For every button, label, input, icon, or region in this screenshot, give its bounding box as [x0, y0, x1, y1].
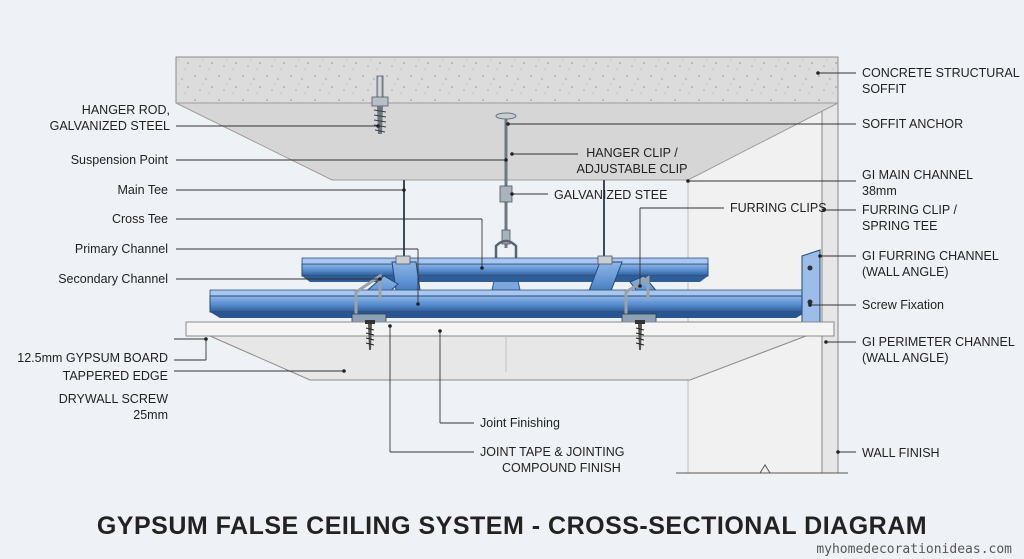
leader-lines: [174, 71, 856, 454]
label-hanger-rod: HANGER ROD,: [82, 103, 170, 117]
label-furring-clip-2: SPRING TEE: [862, 219, 937, 233]
label-galvanized-stee: GALVANIZED STEE: [554, 188, 667, 202]
label-screw-fixation: Screw Fixation: [862, 298, 944, 312]
main-channel-lower: [209, 289, 807, 318]
diagram-title: GYPSUM FALSE CEILING SYSTEM - CROSS-SECT…: [97, 512, 927, 540]
label-gypsum-board-2: TAPPERED EDGE: [63, 369, 168, 383]
gypsum-board: [185, 321, 835, 381]
label-wall-finish: WALL FINISH: [862, 446, 940, 460]
right-labels: CONCRETE STRUCTURAL SOFFIT SOFFIT ANCHOR…: [862, 66, 1020, 460]
label-cross-tee: Cross Tee: [112, 212, 168, 226]
label-gi-perimeter-channel: GI PERIMETER CHANNEL: [862, 335, 1015, 349]
center-labels: HANGER CLIP / ADJUSTABLE CLIP GALVANIZED…: [480, 146, 827, 475]
label-drywall-screw: DRYWALL SCREW: [59, 392, 168, 406]
label-joint-tape-2: COMPOUND FINISH: [502, 461, 621, 475]
label-furring-clips: FURRING CLIPS: [730, 201, 827, 215]
label-main-tee: Main Tee: [118, 183, 169, 197]
label-concrete-2: SOFFIT: [862, 82, 907, 96]
hanger-rods: [403, 112, 605, 262]
label-hanger-rod-2: GALVANIZED STEEL: [50, 119, 170, 133]
label-secondary-channel: Secondary Channel: [58, 272, 168, 286]
label-primary-channel: Primary Channel: [75, 242, 168, 256]
drywall-screws: [365, 320, 645, 350]
label-joint-tape: JOINT TAPE & JOINTING: [480, 445, 624, 459]
label-drywall-screw-2: 25mm: [133, 408, 168, 422]
label-gi-furring-channel-2: (WALL ANGLE): [862, 265, 949, 279]
label-gi-perimeter-channel-2: (WALL ANGLE): [862, 351, 949, 365]
label-hanger-clip-2: ADJUSTABLE CLIP: [577, 162, 688, 176]
label-soffit-anchor: SOFFIT ANCHOR: [862, 117, 963, 131]
label-furring-clip: FURRING CLIP /: [862, 203, 957, 217]
label-suspension-point: Suspension Point: [71, 153, 169, 167]
label-gi-furring-channel: GI FURRING CHANNEL: [862, 249, 999, 263]
label-gypsum-board: 12.5mm GYPSUM BOARD: [17, 351, 168, 365]
label-gi-main-channel: GI MAIN CHANNEL: [862, 168, 973, 182]
watermark: myhomedecorationideas.com: [816, 542, 1012, 557]
label-joint-finishing: Joint Finishing: [480, 416, 560, 430]
label-concrete: CONCRETE STRUCTURAL: [862, 66, 1020, 80]
left-labels: HANGER ROD, GALVANIZED STEEL Suspension …: [17, 103, 170, 422]
label-gi-main-channel-2: 38mm: [862, 184, 897, 198]
label-hanger-clip: HANGER CLIP /: [586, 146, 678, 160]
